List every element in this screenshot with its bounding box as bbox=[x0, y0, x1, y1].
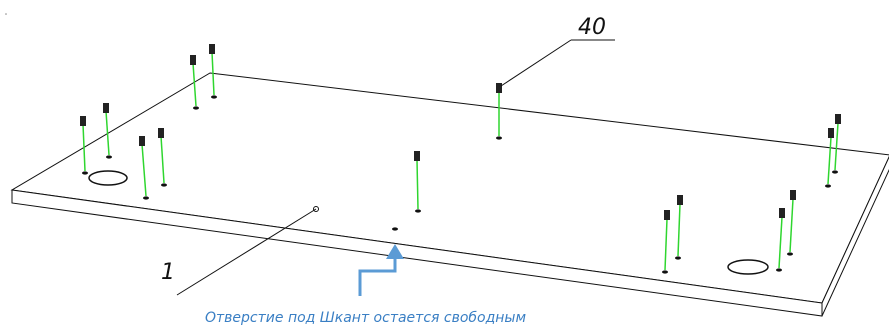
screw bbox=[825, 128, 834, 188]
screw bbox=[776, 208, 785, 272]
screw bbox=[662, 210, 670, 274]
screw bbox=[103, 103, 112, 159]
panel-top-face bbox=[10, 72, 889, 304]
screw bbox=[496, 83, 502, 140]
panel-right-edge bbox=[821, 155, 889, 317]
screw bbox=[80, 116, 88, 175]
screw bbox=[787, 190, 796, 256]
panel bbox=[10, 72, 889, 317]
leader-part-40: 40 bbox=[500, 15, 615, 87]
callout-label-1: 1 bbox=[161, 260, 175, 285]
screws bbox=[80, 44, 841, 274]
stray-mark bbox=[5, 13, 7, 15]
leader-part-1: 1 bbox=[161, 206, 319, 296]
note-arrow bbox=[358, 244, 404, 296]
free-dowel-hole bbox=[392, 227, 398, 231]
free-hole-note: Отверстие под Шкант остается свободным bbox=[205, 310, 526, 326]
screw bbox=[190, 55, 199, 110]
screw bbox=[139, 136, 149, 200]
callout-label-40: 40 bbox=[578, 15, 606, 40]
screw bbox=[209, 44, 217, 99]
large-hole-right bbox=[727, 259, 769, 275]
screw bbox=[414, 151, 421, 213]
screw bbox=[832, 114, 841, 174]
large-hole-left bbox=[88, 170, 128, 186]
screw bbox=[675, 195, 683, 260]
screw bbox=[158, 128, 167, 187]
